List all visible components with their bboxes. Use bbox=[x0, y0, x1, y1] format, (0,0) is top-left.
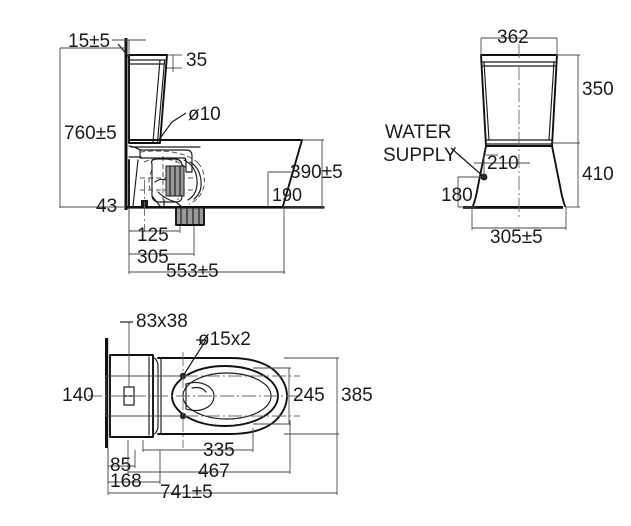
dim-label-305pm5: 305±5 bbox=[490, 227, 543, 248]
dim-label-180: 180 bbox=[441, 185, 473, 206]
dim-label-305: 305 bbox=[137, 247, 169, 268]
dim-plan-245: 245 bbox=[253, 367, 325, 425]
dim-side-553pm5: 553±5 bbox=[128, 208, 285, 282]
dim-label-140: 140 bbox=[62, 385, 94, 406]
dim-side-125: 125 bbox=[128, 208, 181, 246]
side-fixing-bolt bbox=[141, 180, 148, 232]
side-elevation-view: 15±5 35 760±5 390±5 190 bbox=[59, 31, 343, 282]
front-elevation-view: 362 350 410 210 180 bbox=[383, 27, 614, 248]
dim-front-305pm5: 305±5 bbox=[471, 207, 567, 248]
dim-label-385: 385 bbox=[341, 385, 373, 406]
dim-plan-140: 140 bbox=[62, 375, 183, 417]
dim-side-43: 43 bbox=[96, 196, 126, 217]
dim-side-390pm5: 390±5 bbox=[283, 139, 343, 208]
callout-plan-83x38: 83x38 bbox=[120, 311, 188, 388]
dim-front-362: 362 bbox=[480, 27, 558, 56]
dim-side-35: 35 bbox=[167, 50, 207, 72]
side-flush-mechanism bbox=[139, 149, 202, 208]
dim-front-180: 180 bbox=[441, 176, 486, 208]
dim-plan-467: 467 bbox=[127, 420, 291, 482]
dim-front-350: 350 bbox=[552, 54, 614, 144]
dim-label-760pm5: 760±5 bbox=[64, 123, 117, 144]
dim-label-553pm5: 553±5 bbox=[166, 261, 219, 282]
plan-top-view: 83x38 ø15x2 140 245 385 bbox=[62, 311, 373, 503]
callout-label-83x38: 83x38 bbox=[136, 311, 188, 332]
dim-plan-741pm5: 741±5 bbox=[107, 434, 338, 503]
dim-label-125: 125 bbox=[137, 225, 169, 246]
dim-front-210: 210 bbox=[474, 153, 530, 178]
dim-label-190: 190 bbox=[272, 185, 302, 205]
dim-label-467: 467 bbox=[198, 461, 230, 482]
side-floor-outlet bbox=[175, 207, 205, 226]
side-cistern bbox=[128, 54, 168, 144]
front-floor-line bbox=[463, 206, 563, 209]
callout-side-dia10: ø10 bbox=[157, 104, 221, 142]
dim-label-335: 335 bbox=[203, 440, 235, 461]
dim-label-168: 168 bbox=[110, 471, 142, 492]
dim-side-15pm5: 15±5 bbox=[68, 31, 146, 58]
plan-wall-line bbox=[105, 338, 109, 448]
side-bowl-body bbox=[128, 139, 303, 207]
callout-label-dia15x2: ø15x2 bbox=[198, 329, 251, 350]
callout-label-dia10: ø10 bbox=[188, 104, 221, 125]
dim-label-410: 410 bbox=[582, 164, 614, 185]
dim-label-15pm5: 15±5 bbox=[68, 31, 110, 52]
dim-label-741pm5: 741±5 bbox=[160, 482, 213, 503]
dim-label-362: 362 bbox=[497, 27, 529, 48]
dim-label-85: 85 bbox=[110, 455, 131, 476]
dim-front-410: 410 bbox=[565, 143, 614, 208]
callout-plan-dia15x2: ø15x2 bbox=[182, 329, 251, 377]
plan-flush-inlet bbox=[185, 381, 215, 412]
dim-label-35: 35 bbox=[186, 50, 207, 71]
callout-label-supply: SUPPLY bbox=[383, 145, 457, 166]
dim-plan-335: 335 bbox=[142, 428, 254, 461]
dim-label-350: 350 bbox=[582, 79, 614, 100]
dim-label-210: 210 bbox=[487, 153, 519, 174]
dim-label-245: 245 bbox=[293, 385, 325, 406]
callout-water-supply: WATER SUPPLY bbox=[383, 122, 485, 178]
callout-label-water: WATER bbox=[385, 122, 452, 143]
front-pedestal bbox=[472, 145, 566, 207]
side-wall-line bbox=[124, 38, 128, 210]
dim-plan-385: 385 bbox=[284, 357, 373, 435]
side-floor-line bbox=[124, 206, 325, 209]
dim-side-190: 190 bbox=[267, 171, 302, 207]
dim-label-390pm5: 390±5 bbox=[290, 162, 343, 183]
dim-label-43: 43 bbox=[96, 196, 117, 217]
dim-side-760pm5: 760±5 bbox=[59, 47, 126, 208]
